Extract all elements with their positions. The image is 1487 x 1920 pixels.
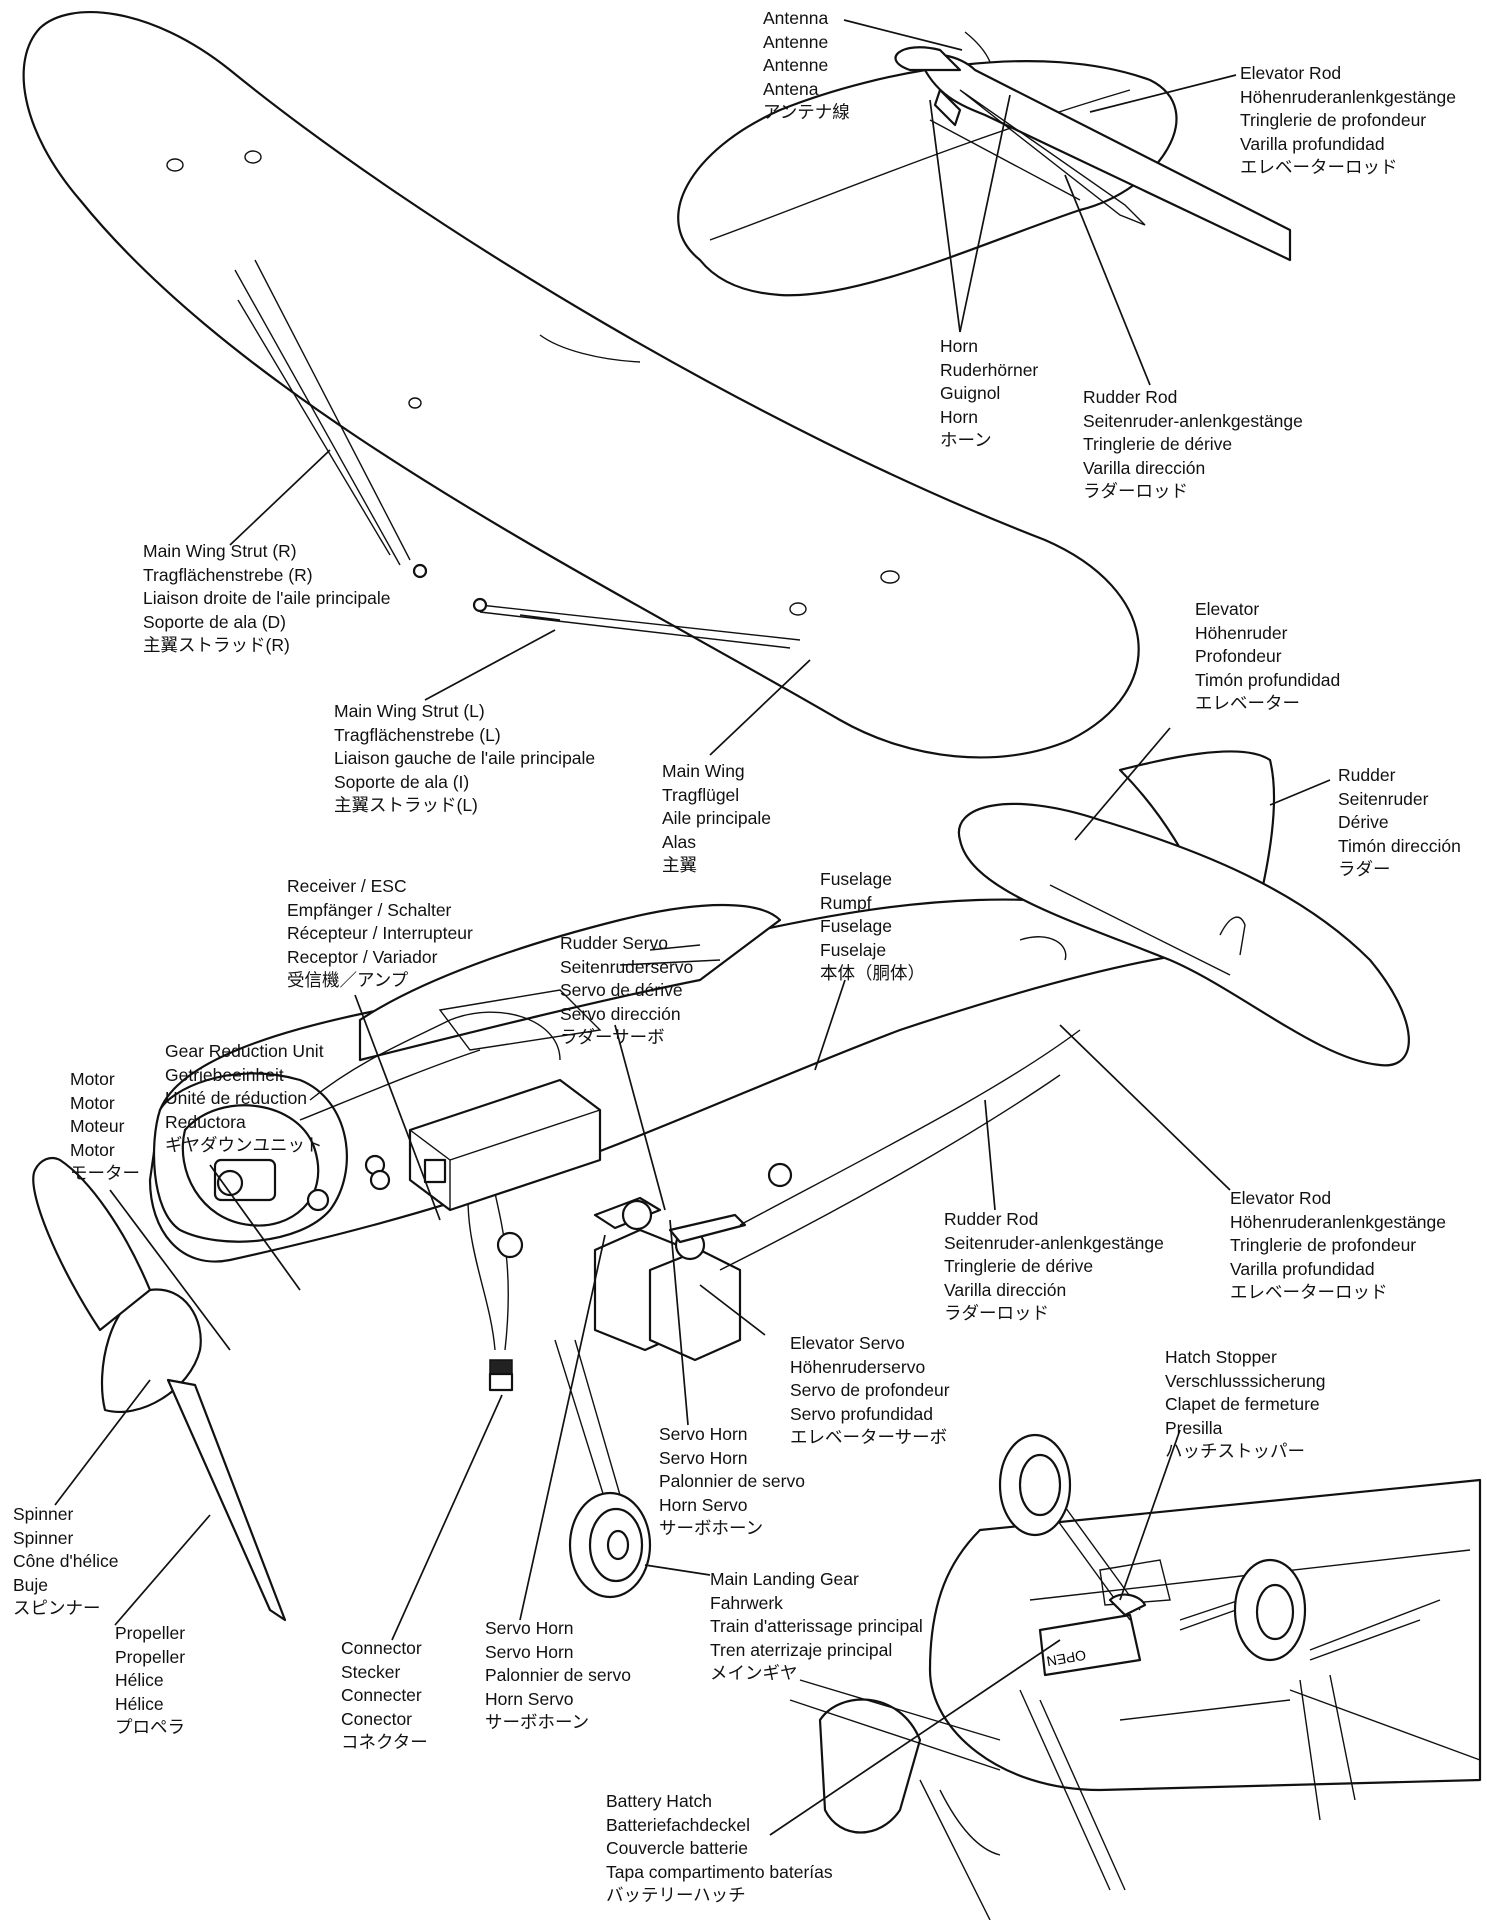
leader-main-wing: [709, 659, 811, 756]
leader-strut-r: [229, 449, 331, 546]
label-main-wing-strut-l: Main Wing Strut (L)Tragflächenstrebe (L)…: [334, 701, 596, 815]
leader-horn-b: [959, 94, 1011, 333]
leader-elevator: [1074, 727, 1171, 841]
leader-elevator-rod-bottom: [1059, 1024, 1231, 1191]
leader-rudder-rod-bottom: [984, 1099, 996, 1211]
leader-rudder-servo: [614, 1024, 666, 1211]
leader-servo-horn-1: [669, 1219, 689, 1426]
leader-lines: [54, 19, 1331, 1836]
leader-hatch-stopper: [1119, 1429, 1181, 1601]
leader-receiver: [354, 994, 441, 1221]
tail-detail-drawing: [677, 31, 1292, 297]
leader-motor: [109, 1189, 231, 1351]
fuselage-drawing: [32, 750, 1410, 1622]
leader-gear-reduction: [209, 1164, 301, 1291]
leader-landing-gear: [644, 1564, 711, 1576]
leader-spinner: [54, 1379, 151, 1506]
wing-struts-drawing: [234, 259, 801, 649]
hatch-marking: OPEN: [1045, 1647, 1087, 1670]
leader-elevator-servo: [699, 1284, 766, 1336]
leader-horn-a: [929, 99, 961, 333]
leader-strut-l: [424, 629, 556, 701]
main-wing-drawing: [22, 11, 1140, 759]
leader-propeller: [114, 1514, 211, 1626]
leader-rudder: [1269, 779, 1331, 806]
leader-battery-hatch: [769, 1639, 1061, 1836]
leader-fuselage: [814, 979, 846, 1071]
underside-view-drawing: OPEN: [789, 1433, 1482, 1920]
leader-servo-horn-2: [519, 1234, 606, 1621]
leader-antenna: [843, 19, 963, 51]
leader-connector: [391, 1394, 503, 1641]
leader-rudder-rod-top: [1064, 174, 1151, 386]
leader-elevator-rod-top: [1089, 74, 1237, 113]
label-main-wing-strut-r: Main Wing Strut (R)Tragflächenstrebe (R)…: [143, 541, 391, 655]
